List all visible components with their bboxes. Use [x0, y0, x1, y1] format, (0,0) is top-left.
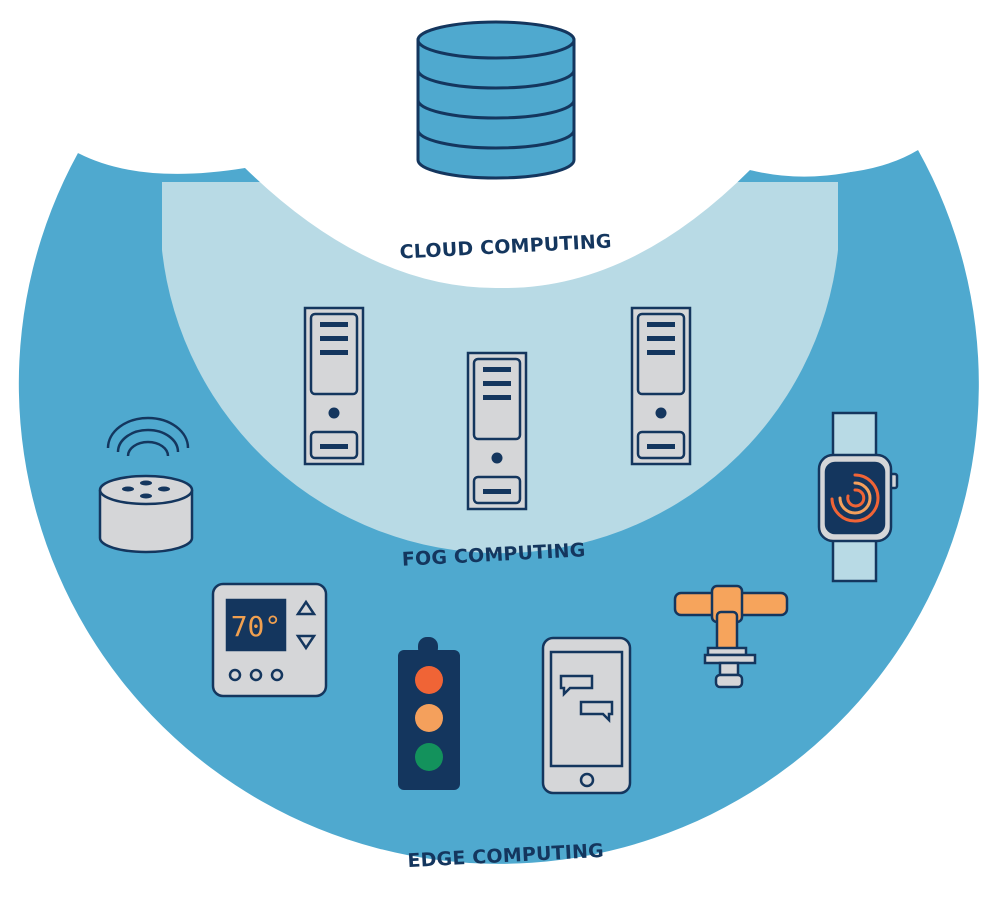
server-tower-icon — [630, 306, 692, 466]
activity-rings-icon — [830, 473, 880, 523]
server-tower-icon — [303, 306, 365, 466]
thermostat-display: 70° — [231, 610, 282, 643]
smart-speaker-icon — [98, 416, 194, 554]
thermostat-icon — [211, 582, 328, 698]
database-icon — [416, 20, 576, 180]
water-valve-icon — [673, 584, 789, 689]
smartphone-icon — [541, 636, 632, 795]
server-tower-icon — [466, 351, 528, 511]
traffic-light-icon — [398, 637, 460, 790]
